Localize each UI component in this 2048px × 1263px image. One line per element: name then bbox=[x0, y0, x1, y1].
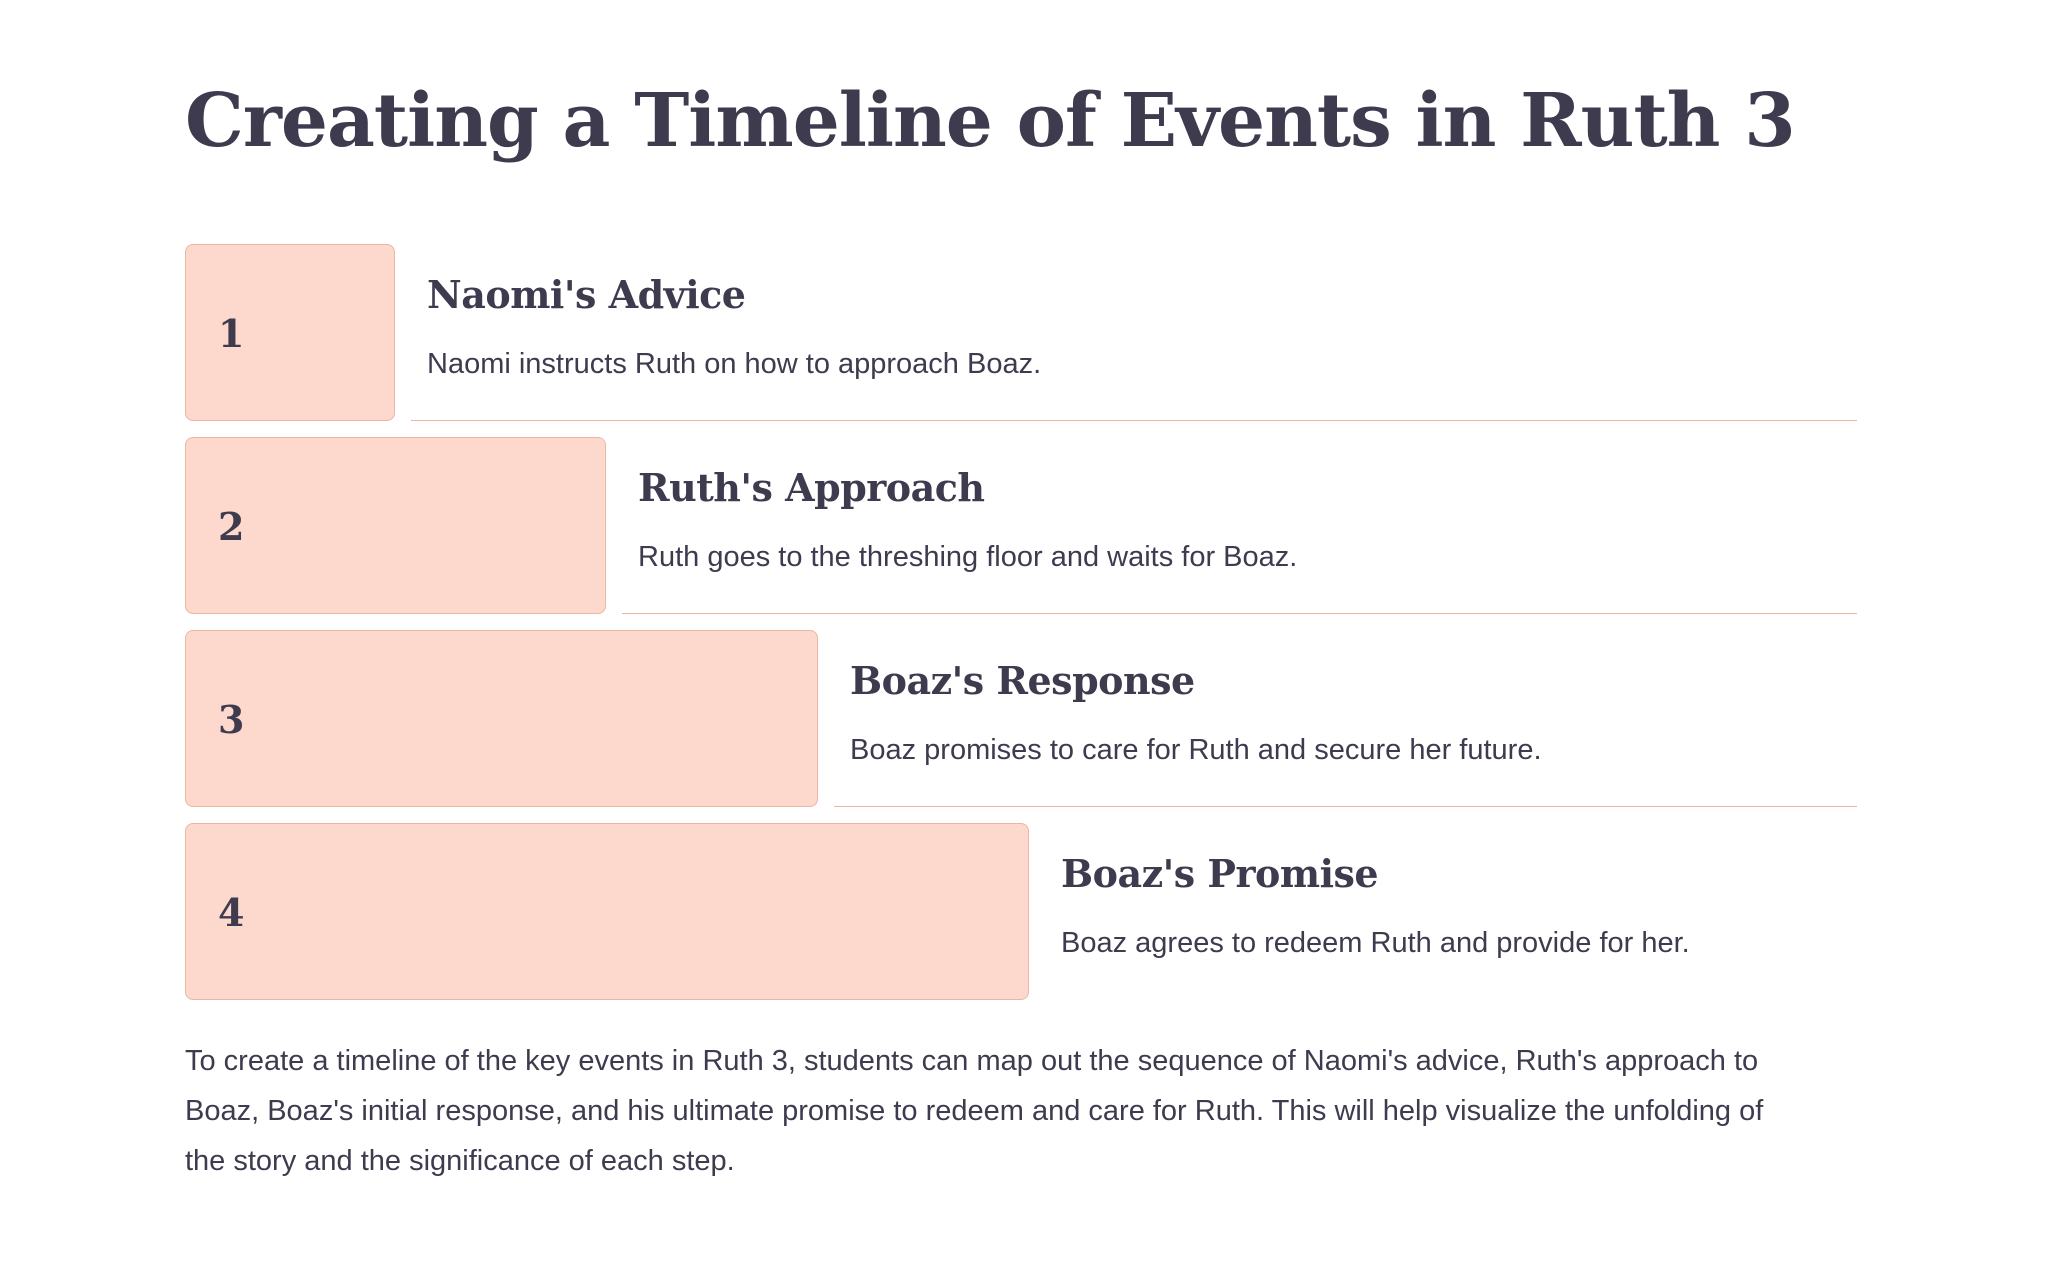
step-description: Boaz promises to care for Ruth and secur… bbox=[850, 734, 1542, 766]
step-heading: Ruth's Approach bbox=[638, 465, 985, 510]
step-number-box: 4 bbox=[185, 823, 1029, 1000]
step-divider bbox=[834, 806, 1857, 807]
summary-paragraph: To create a timeline of the key events i… bbox=[185, 1045, 1764, 1177]
step-number-box: 1 bbox=[185, 244, 395, 421]
step-number-box: 2 bbox=[185, 437, 606, 614]
step-heading: Boaz's Promise bbox=[1061, 851, 1379, 896]
step-number: 1 bbox=[218, 311, 245, 356]
step-divider bbox=[622, 613, 1857, 614]
timeline-step: 4 Boaz's Promise Boaz agrees to redeem R… bbox=[185, 823, 1857, 1000]
timeline-step: 3 Boaz's Response Boaz promises to care … bbox=[185, 630, 1857, 807]
timeline-step: 1 Naomi's Advice Naomi instructs Ruth on… bbox=[185, 244, 1857, 421]
page-title: Creating a Timeline of Events in Ruth 3 bbox=[185, 78, 1796, 164]
step-heading: Naomi's Advice bbox=[427, 272, 746, 317]
step-number: 3 bbox=[218, 697, 245, 742]
step-description: Boaz agrees to redeem Ruth and provide f… bbox=[1061, 927, 1690, 959]
step-number-box: 3 bbox=[185, 630, 818, 807]
timeline-step: 2 Ruth's Approach Ruth goes to the thres… bbox=[185, 437, 1857, 614]
step-divider bbox=[411, 420, 1857, 421]
step-number: 4 bbox=[218, 890, 245, 935]
step-number: 2 bbox=[218, 504, 245, 549]
step-heading: Boaz's Response bbox=[850, 658, 1195, 703]
step-description: Ruth goes to the threshing floor and wai… bbox=[638, 541, 1298, 573]
step-description: Naomi instructs Ruth on how to approach … bbox=[427, 348, 1042, 380]
